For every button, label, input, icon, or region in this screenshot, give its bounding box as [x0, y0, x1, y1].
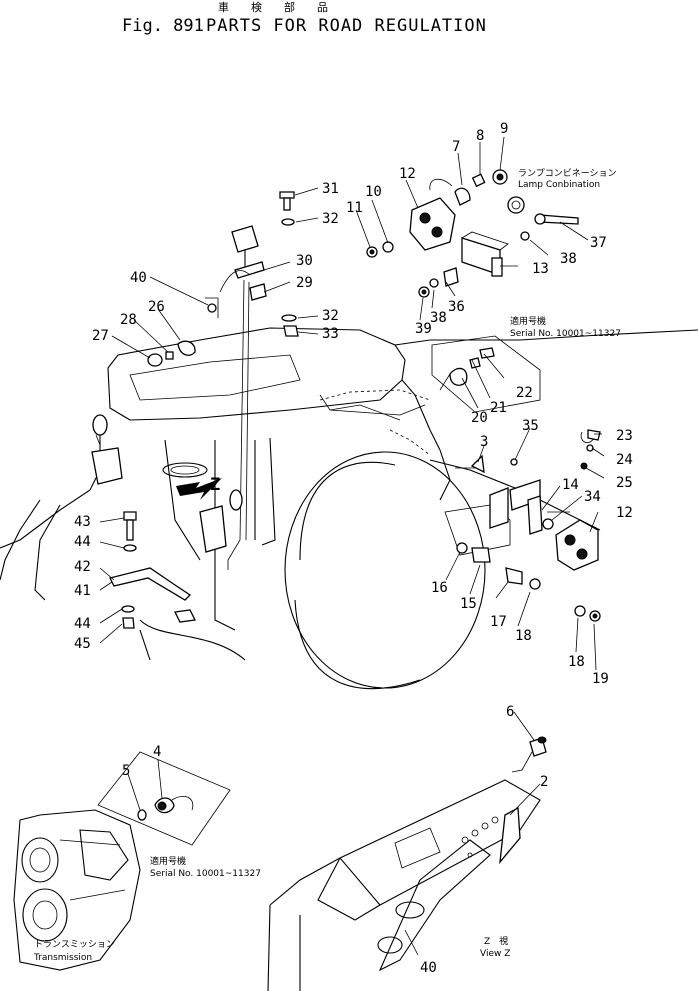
inset-detail-upper — [431, 335, 541, 413]
header-japanese: 車 検 部 品 — [218, 0, 328, 14]
callout-12b: 12 — [616, 505, 633, 521]
callout-20: 20 — [471, 410, 488, 426]
serial-note-lower-jp: 適用号機 — [150, 855, 186, 867]
transmission-view — [13, 751, 231, 971]
callout-24: 24 — [616, 452, 633, 468]
z-view-arrow — [176, 478, 222, 500]
callout-12: 12 — [399, 166, 416, 182]
lamp-combination-assembly — [366, 169, 579, 298]
callout-23: 23 — [616, 428, 633, 444]
callout-numbers: 31 32 30 29 32 33 40 26 28 27 10 11 12 7… — [74, 121, 633, 976]
callout-27: 27 — [92, 328, 109, 344]
callout-38b: 38 — [430, 310, 447, 326]
callout-32b: 32 — [322, 308, 339, 324]
callout-7: 7 — [452, 139, 460, 155]
callout-9: 9 — [500, 121, 508, 137]
callout-18b: 18 — [568, 654, 585, 670]
callout-21: 21 — [490, 400, 507, 416]
callout-29: 29 — [296, 275, 313, 291]
callout-45: 45 — [74, 636, 91, 652]
callout-32: 32 — [322, 211, 339, 227]
lamp-combination-jp: ランプコンビネーション — [518, 168, 617, 179]
callout-2: 2 — [540, 774, 548, 790]
callout-5: 5 — [122, 763, 130, 779]
callout-22: 22 — [516, 385, 533, 401]
callout-25: 25 — [616, 475, 633, 491]
callout-36: 36 — [448, 299, 465, 315]
page-title: PARTS FOR ROAD REGULATION — [206, 16, 487, 36]
machine-body — [0, 327, 698, 690]
lamp-combination-en: Lamp Conbination — [518, 180, 600, 190]
callout-40: 40 — [130, 270, 147, 286]
callout-11: 11 — [346, 200, 363, 216]
leader-lines — [99, 136, 605, 956]
callout-19: 19 — [592, 671, 609, 687]
figure-number: Fig. 891 — [122, 16, 204, 36]
callout-41: 41 — [74, 583, 91, 599]
callout-4: 4 — [153, 744, 161, 760]
lower-bracket-assembly — [109, 511, 196, 629]
beacon-lamp-assembly — [91, 191, 299, 570]
callout-13: 13 — [532, 261, 549, 277]
callout-33: 33 — [322, 326, 339, 342]
serial-note-upper-en: Serial No. 10001~11327 — [510, 329, 621, 339]
callout-10: 10 — [365, 184, 382, 200]
callout-6: 6 — [506, 704, 514, 720]
view-z-detail — [267, 736, 547, 991]
callout-8: 8 — [476, 128, 484, 144]
callout-28: 28 — [120, 312, 137, 328]
z-view-label: Z — [210, 475, 220, 495]
callout-38: 38 — [560, 251, 577, 267]
view-z-jp: Z 視 — [484, 935, 508, 947]
callout-35: 35 — [522, 418, 539, 434]
callout-44b: 44 — [74, 616, 91, 632]
view-z-en: View Z — [480, 949, 510, 959]
callout-43: 43 — [74, 514, 91, 530]
transmission-jp: トランスミッション — [34, 939, 115, 950]
serial-note-upper-jp: 適用号機 — [510, 315, 546, 327]
callout-44: 44 — [74, 534, 91, 550]
callout-39: 39 — [415, 321, 432, 337]
serial-note-lower-en: Serial No. 10001~11327 — [150, 869, 261, 879]
callout-18: 18 — [515, 628, 532, 644]
callout-17: 17 — [490, 614, 507, 630]
callout-30: 30 — [296, 253, 313, 269]
callout-37: 37 — [590, 235, 607, 251]
callout-31: 31 — [322, 181, 339, 197]
callout-16: 16 — [431, 580, 448, 596]
callout-34: 34 — [584, 489, 601, 505]
callout-40b: 40 — [420, 960, 437, 976]
callout-3: 3 — [480, 434, 488, 450]
callout-26: 26 — [148, 299, 165, 315]
transmission-en: Transmission — [33, 953, 92, 963]
callout-42: 42 — [74, 559, 91, 575]
callout-14: 14 — [562, 477, 579, 493]
rear-lamp-assembly — [455, 429, 601, 622]
callout-15: 15 — [460, 596, 477, 612]
